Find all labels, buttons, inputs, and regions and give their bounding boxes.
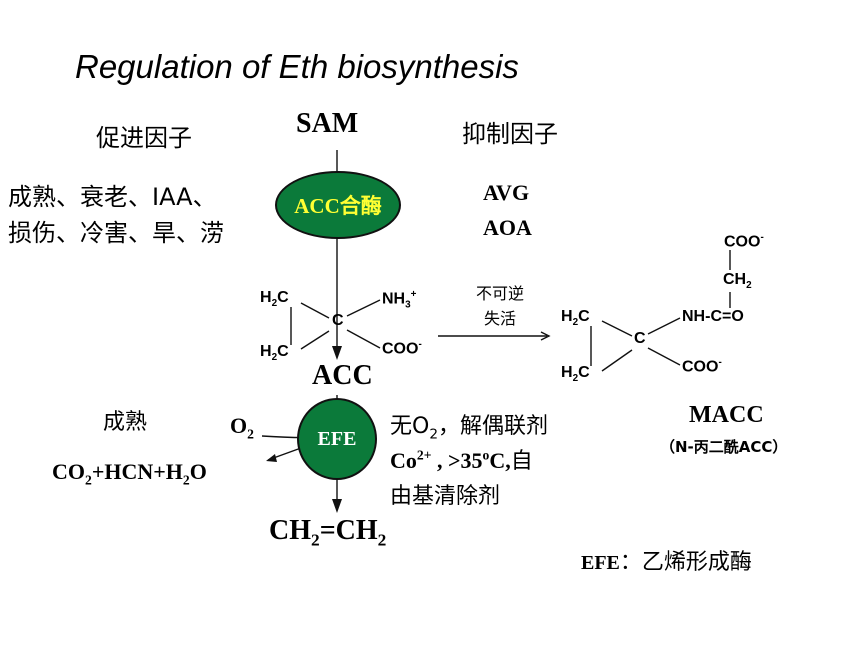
sam-to-acc-arrowhead [332, 346, 342, 360]
inhibitor-aoa: AOA [483, 215, 532, 240]
efe-inhibitors-line-2: Co2+ , >35oC,自 [390, 447, 533, 474]
sam-label: SAM [296, 108, 359, 139]
efe-footnote: EFE：乙烯形成酶 [581, 550, 752, 575]
macc-center-c: C [634, 330, 646, 347]
slide-title: Regulation of Eth biosynthesis [75, 48, 519, 85]
acc-label: ACC [312, 360, 373, 391]
ripening-label: 成熟 [103, 410, 148, 435]
macc-label: MACC [689, 402, 764, 428]
products-output-arrowhead [266, 454, 277, 462]
acc-c-coo-bond [346, 329, 381, 349]
promoters-line-1-text: 成熟、衰老、IAA、 [8, 183, 217, 211]
efe-label: EFE [317, 427, 357, 450]
acc-c-nh3-bond [346, 299, 381, 317]
promoters-heading: 促进因子 [96, 124, 192, 152]
macc-coo: COO- [682, 357, 722, 376]
macc-ch2: CH2 [723, 271, 752, 292]
macc-coo-top: COO- [724, 232, 764, 251]
macc-ring-bond-3 [601, 349, 633, 372]
acc-synthase-label: ACC合酶 [294, 194, 382, 218]
o2-label: O2 [230, 413, 254, 442]
efe-inhibitors-line-3: 由基清除剂 [390, 484, 501, 509]
macc-full-name: （N-丙二酰ACC） [660, 438, 788, 456]
irreversible-arrowhead [540, 331, 551, 341]
macc-h2c-bottom: H2C [561, 364, 590, 385]
acc-ring-bond-2 [300, 302, 330, 319]
macc-c-nh-bond [647, 317, 681, 335]
irreversible-label-1: 不可逆 [476, 284, 525, 303]
ethylene-label: CH2=CH2 [269, 515, 387, 550]
efe-inhibitors-line-1: 无O2，解偶联剂 [390, 414, 549, 443]
macc-h2c-top: H2C [561, 308, 590, 329]
macc-ring-bond-2 [601, 320, 633, 337]
acc-h2c-bottom: H2C [260, 343, 289, 364]
byproducts-label: CO2+HCN+H2O [52, 459, 207, 488]
inhibitors-heading: 抑制因子 [462, 120, 558, 148]
macc-nh-co: NH-C=O [682, 308, 744, 325]
promoters-line-1: 成熟、衰老、IAA、 [8, 177, 217, 212]
acc-center-c: C [332, 312, 344, 329]
acc-synthase-enzyme: ACC合酶 [275, 171, 401, 239]
acc-to-eth-arrowhead [332, 499, 342, 513]
macc-c-coo-bond [647, 347, 681, 366]
acc-h2c-top: H2C [260, 289, 289, 310]
acc-coo: COO- [382, 339, 422, 358]
acc-ring-bond-3 [300, 330, 330, 350]
promoters-line-2: 损伤、冷害、旱、涝 [8, 219, 224, 247]
acc-nh3: NH3+ [382, 289, 417, 311]
inhibitor-avg: AVG [483, 180, 530, 205]
efe-enzyme: EFE [297, 398, 377, 480]
irreversible-label-2: 失活 [484, 309, 517, 328]
